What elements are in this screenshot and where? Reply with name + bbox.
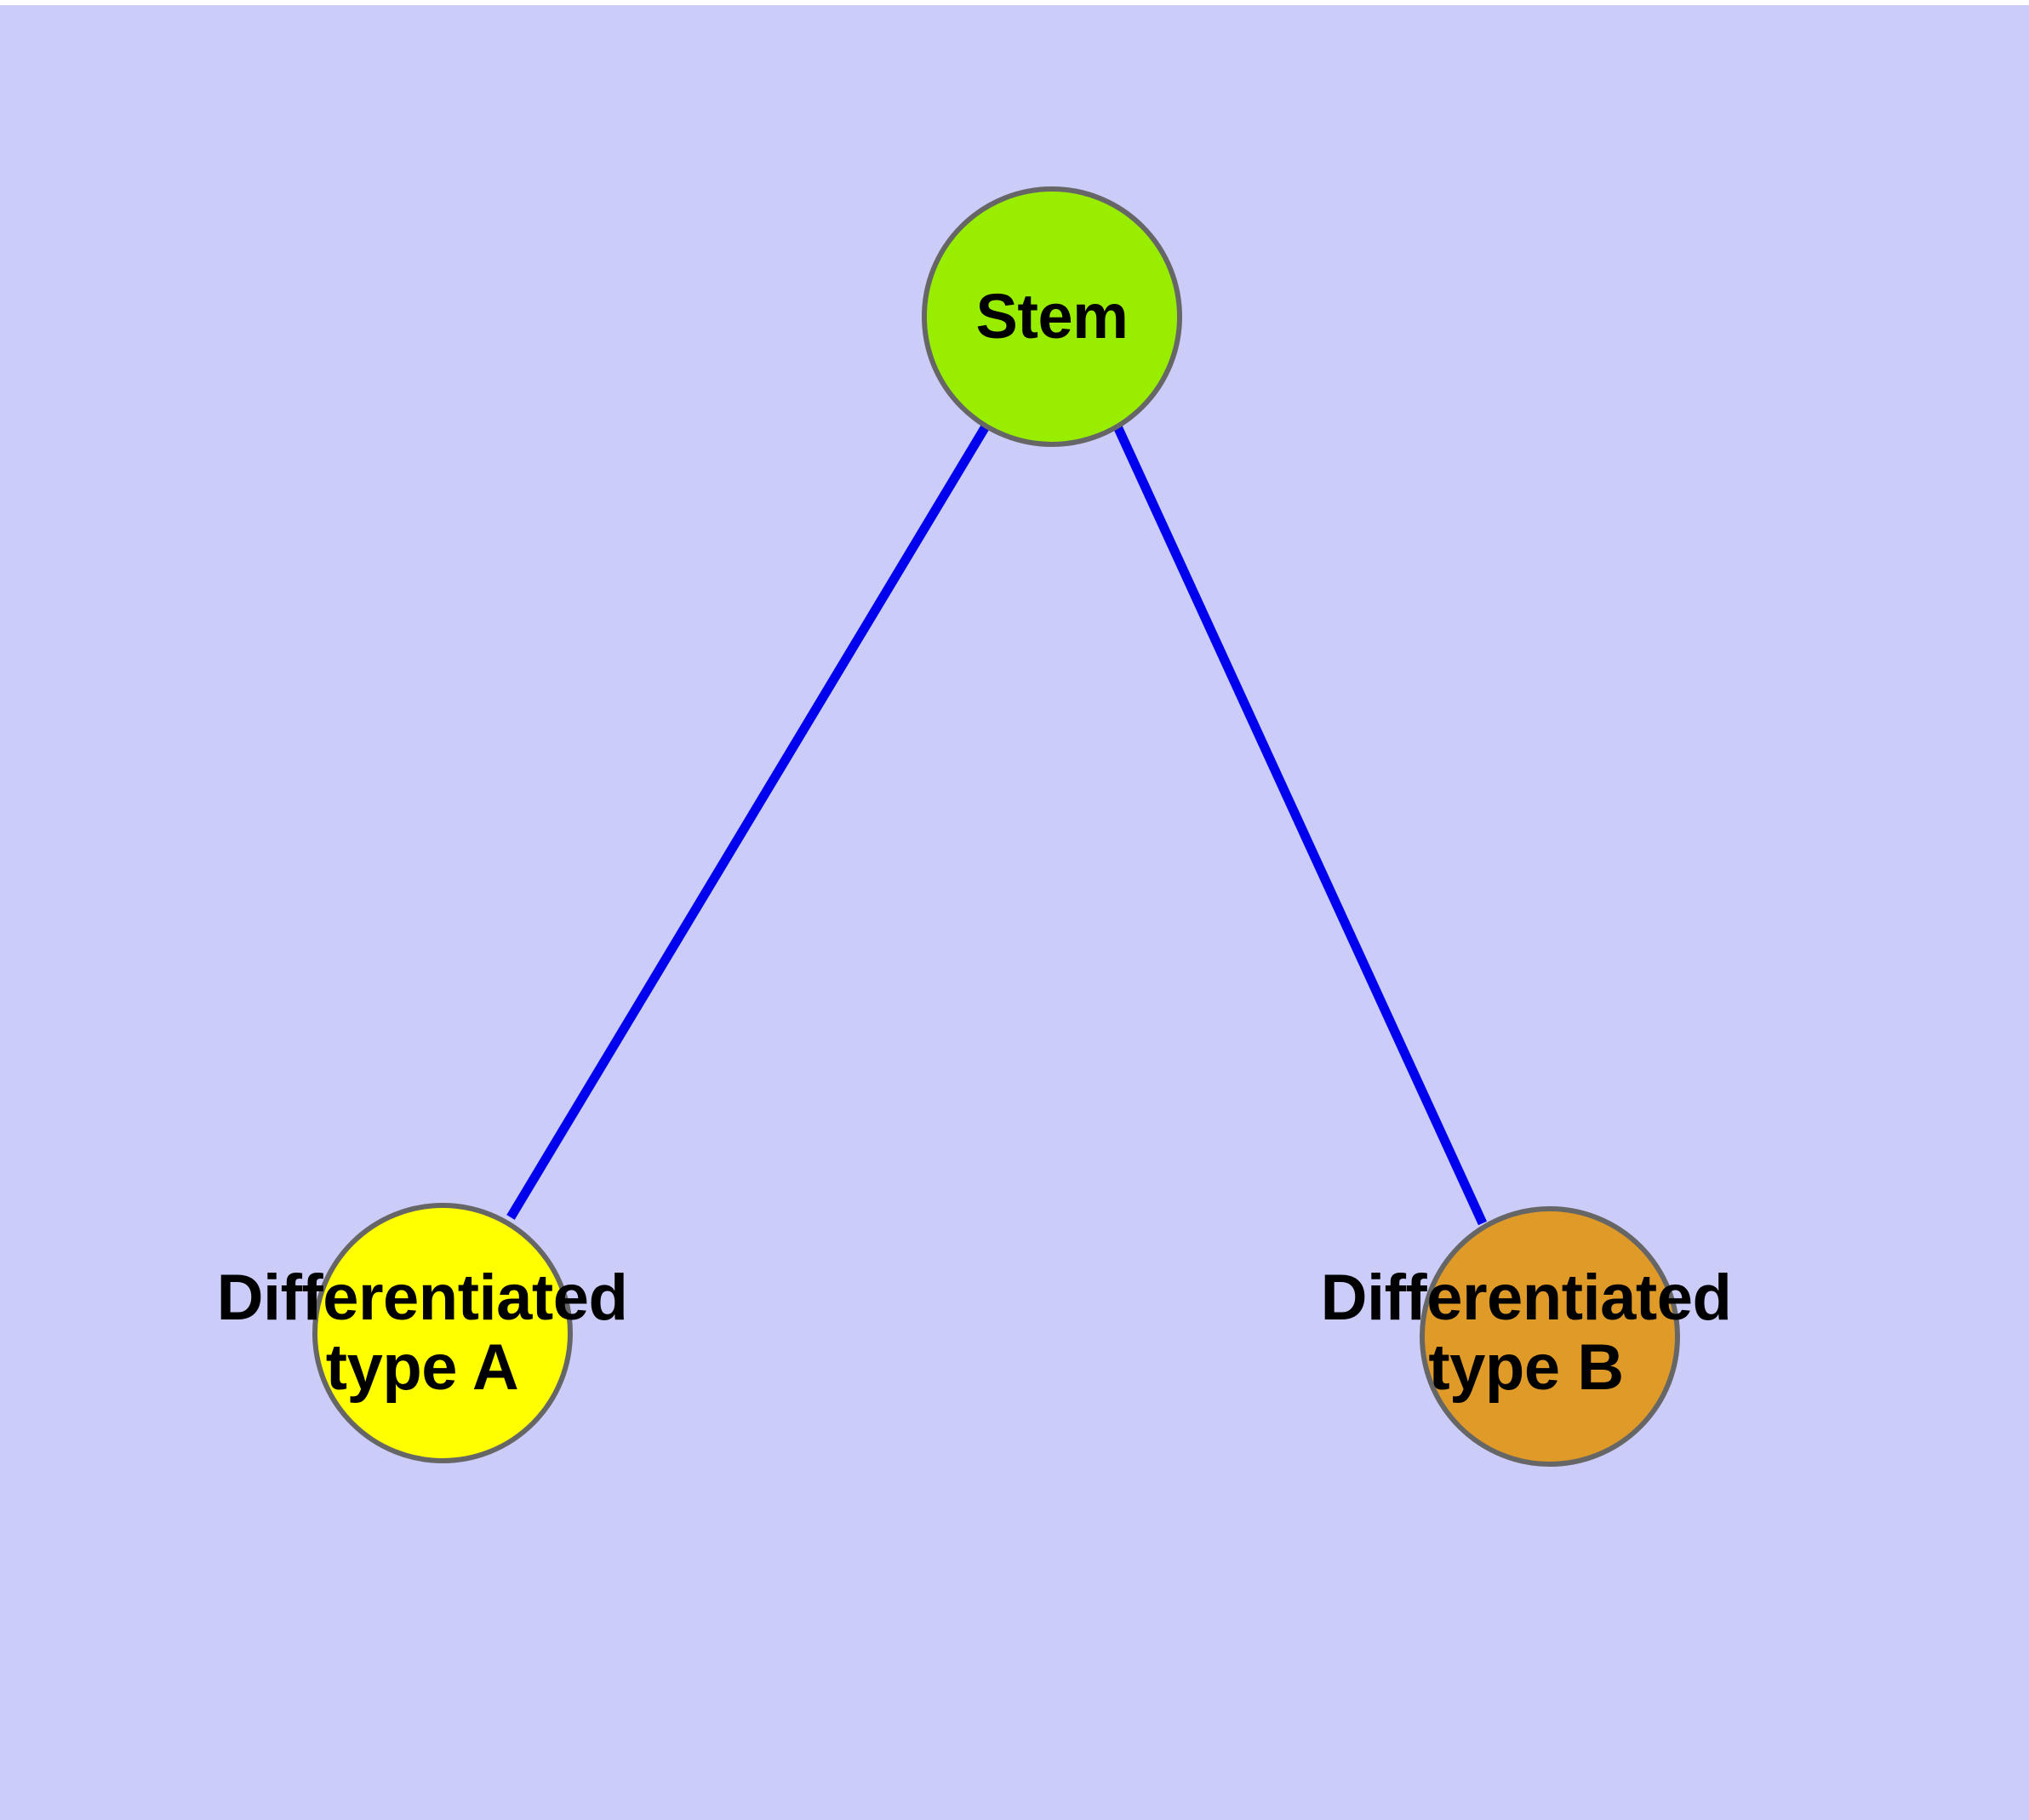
node-stem[interactable]: [922, 186, 1182, 447]
node-layer: [312, 186, 1680, 1467]
node-differentiated-type-b[interactable]: [1420, 1206, 1680, 1467]
node-differentiated-type-a[interactable]: [312, 1203, 573, 1463]
edge-stem-to-differentiated-b: [1113, 424, 1487, 1226]
edge-layer: [506, 424, 1487, 1226]
edge-stem-to-differentiated-a: [506, 424, 990, 1220]
